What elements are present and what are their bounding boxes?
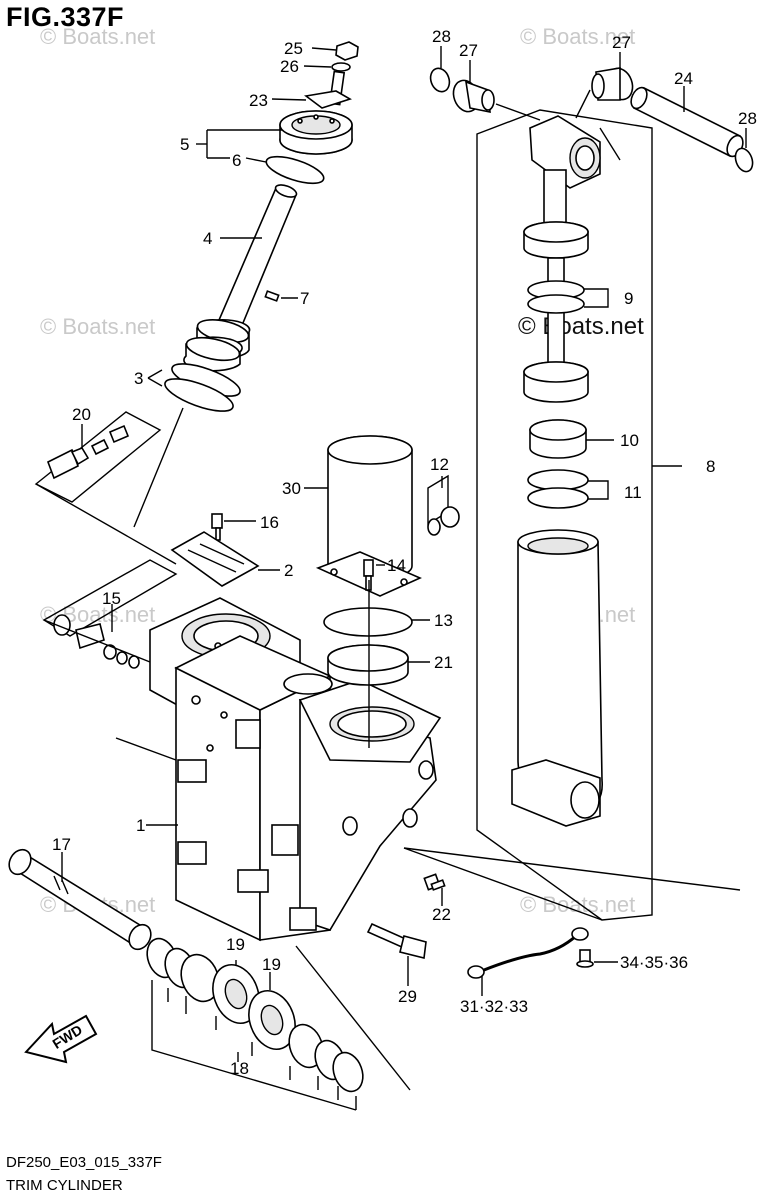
watermark: © Boats.net bbox=[40, 24, 156, 49]
ground-lead-part[interactable] bbox=[467, 927, 589, 996]
tilt-pin-part[interactable] bbox=[628, 85, 746, 159]
nut-part[interactable] bbox=[311, 41, 359, 61]
long-bolt-part[interactable] bbox=[366, 922, 427, 986]
washer-part[interactable] bbox=[303, 62, 351, 72]
watermark: © Boats.net bbox=[520, 892, 636, 917]
bleed-screw-part[interactable] bbox=[211, 513, 256, 541]
callout-23[interactable]: 23 bbox=[249, 91, 268, 110]
valve-assembly-part[interactable] bbox=[34, 411, 162, 503]
callout-21[interactable]: 21 bbox=[434, 653, 453, 672]
tilt-o-rings-part[interactable] bbox=[527, 280, 609, 314]
callout-29[interactable]: 29 bbox=[398, 987, 417, 1006]
o-ring-part[interactable] bbox=[245, 151, 327, 189]
snap-ring-right-part[interactable] bbox=[732, 128, 755, 174]
callout-19a[interactable]: 19 bbox=[226, 935, 245, 954]
callout-20[interactable]: 20 bbox=[72, 405, 91, 424]
callout-2[interactable]: 2 bbox=[284, 561, 293, 580]
callout-6[interactable]: 6 bbox=[232, 151, 241, 170]
manual-release-valve-part[interactable] bbox=[42, 559, 178, 669]
callout-30[interactable]: 30 bbox=[282, 479, 301, 498]
tilt-shaft-part[interactable] bbox=[5, 846, 155, 954]
stud-part[interactable] bbox=[271, 70, 352, 109]
bushing-washers-part[interactable] bbox=[142, 934, 368, 1095]
trim-cylinder-body-part[interactable] bbox=[146, 597, 442, 942]
piston-rod-part[interactable] bbox=[214, 183, 298, 337]
callout-14[interactable]: 14 bbox=[387, 556, 406, 575]
callout-18[interactable]: 18 bbox=[230, 1059, 249, 1078]
figure-title: FIG.337F bbox=[6, 2, 125, 32]
model-code: DF250_E03_015_337F bbox=[6, 1154, 162, 1171]
callout-13[interactable]: 13 bbox=[434, 611, 453, 630]
callout-3[interactable]: 3 bbox=[134, 369, 143, 388]
callout-22[interactable]: 22 bbox=[432, 905, 451, 924]
callout-11[interactable]: 11 bbox=[624, 483, 642, 502]
pin-part[interactable] bbox=[264, 290, 298, 302]
ground-screw-part[interactable] bbox=[576, 949, 618, 968]
callout-27b[interactable]: 27 bbox=[612, 33, 631, 52]
tilt-lower-o-rings-part[interactable] bbox=[527, 469, 609, 509]
piston-part[interactable] bbox=[183, 316, 251, 372]
callout-26[interactable]: 26 bbox=[280, 57, 299, 76]
callout-28b[interactable]: 28 bbox=[738, 109, 757, 128]
callout-34-35-36[interactable]: 34·35·36 bbox=[620, 953, 688, 972]
callout-27a[interactable]: 27 bbox=[459, 41, 478, 60]
callout-4[interactable]: 4 bbox=[203, 229, 212, 248]
callout-19b[interactable]: 19 bbox=[262, 955, 281, 974]
callout-31-32-33[interactable]: 31·32·33 bbox=[460, 997, 528, 1016]
callout-9[interactable]: 9 bbox=[624, 289, 633, 308]
watermark: © Boats.net bbox=[520, 24, 636, 49]
callout-7[interactable]: 7 bbox=[300, 289, 309, 308]
watermark: © Boats.net bbox=[40, 314, 156, 339]
valve-plate-part[interactable] bbox=[170, 531, 280, 587]
callout-1[interactable]: 1 bbox=[136, 816, 145, 835]
callout-25[interactable]: 25 bbox=[284, 39, 303, 58]
bushing-collar-left-part[interactable] bbox=[449, 60, 541, 121]
callout-16[interactable]: 16 bbox=[260, 513, 279, 532]
forward-direction-badge: FWD bbox=[24, 1014, 98, 1064]
callout-15[interactable]: 15 bbox=[102, 589, 121, 608]
callout-12[interactable]: 12 bbox=[430, 455, 449, 474]
reservoir-seal-part[interactable] bbox=[327, 644, 430, 686]
small-bolt-part[interactable] bbox=[423, 873, 446, 906]
tilt-rod-assembly-part[interactable] bbox=[523, 115, 601, 403]
plug-part[interactable] bbox=[427, 474, 460, 536]
callout-17[interactable]: 17 bbox=[52, 835, 71, 854]
bushing-collar-right-part[interactable] bbox=[575, 52, 637, 119]
callout-24[interactable]: 24 bbox=[674, 69, 693, 88]
tilt-cylinder-tube-part[interactable] bbox=[511, 529, 603, 827]
watermark-strong: © Boats.net bbox=[518, 313, 644, 340]
diagram-caption: TRIM CYLINDER bbox=[6, 1177, 123, 1194]
callout-8[interactable]: 8 bbox=[706, 457, 715, 476]
o-ring-set-part[interactable] bbox=[147, 357, 244, 417]
bushing-left-part[interactable] bbox=[427, 46, 452, 94]
callout-28a[interactable]: 28 bbox=[432, 27, 451, 46]
callout-5[interactable]: 5 bbox=[180, 135, 189, 154]
tilt-seal-part[interactable] bbox=[529, 419, 614, 459]
cylinder-head-part[interactable] bbox=[196, 110, 353, 159]
reservoir-o-ring-part[interactable] bbox=[323, 607, 430, 637]
callout-10[interactable]: 10 bbox=[620, 431, 639, 450]
